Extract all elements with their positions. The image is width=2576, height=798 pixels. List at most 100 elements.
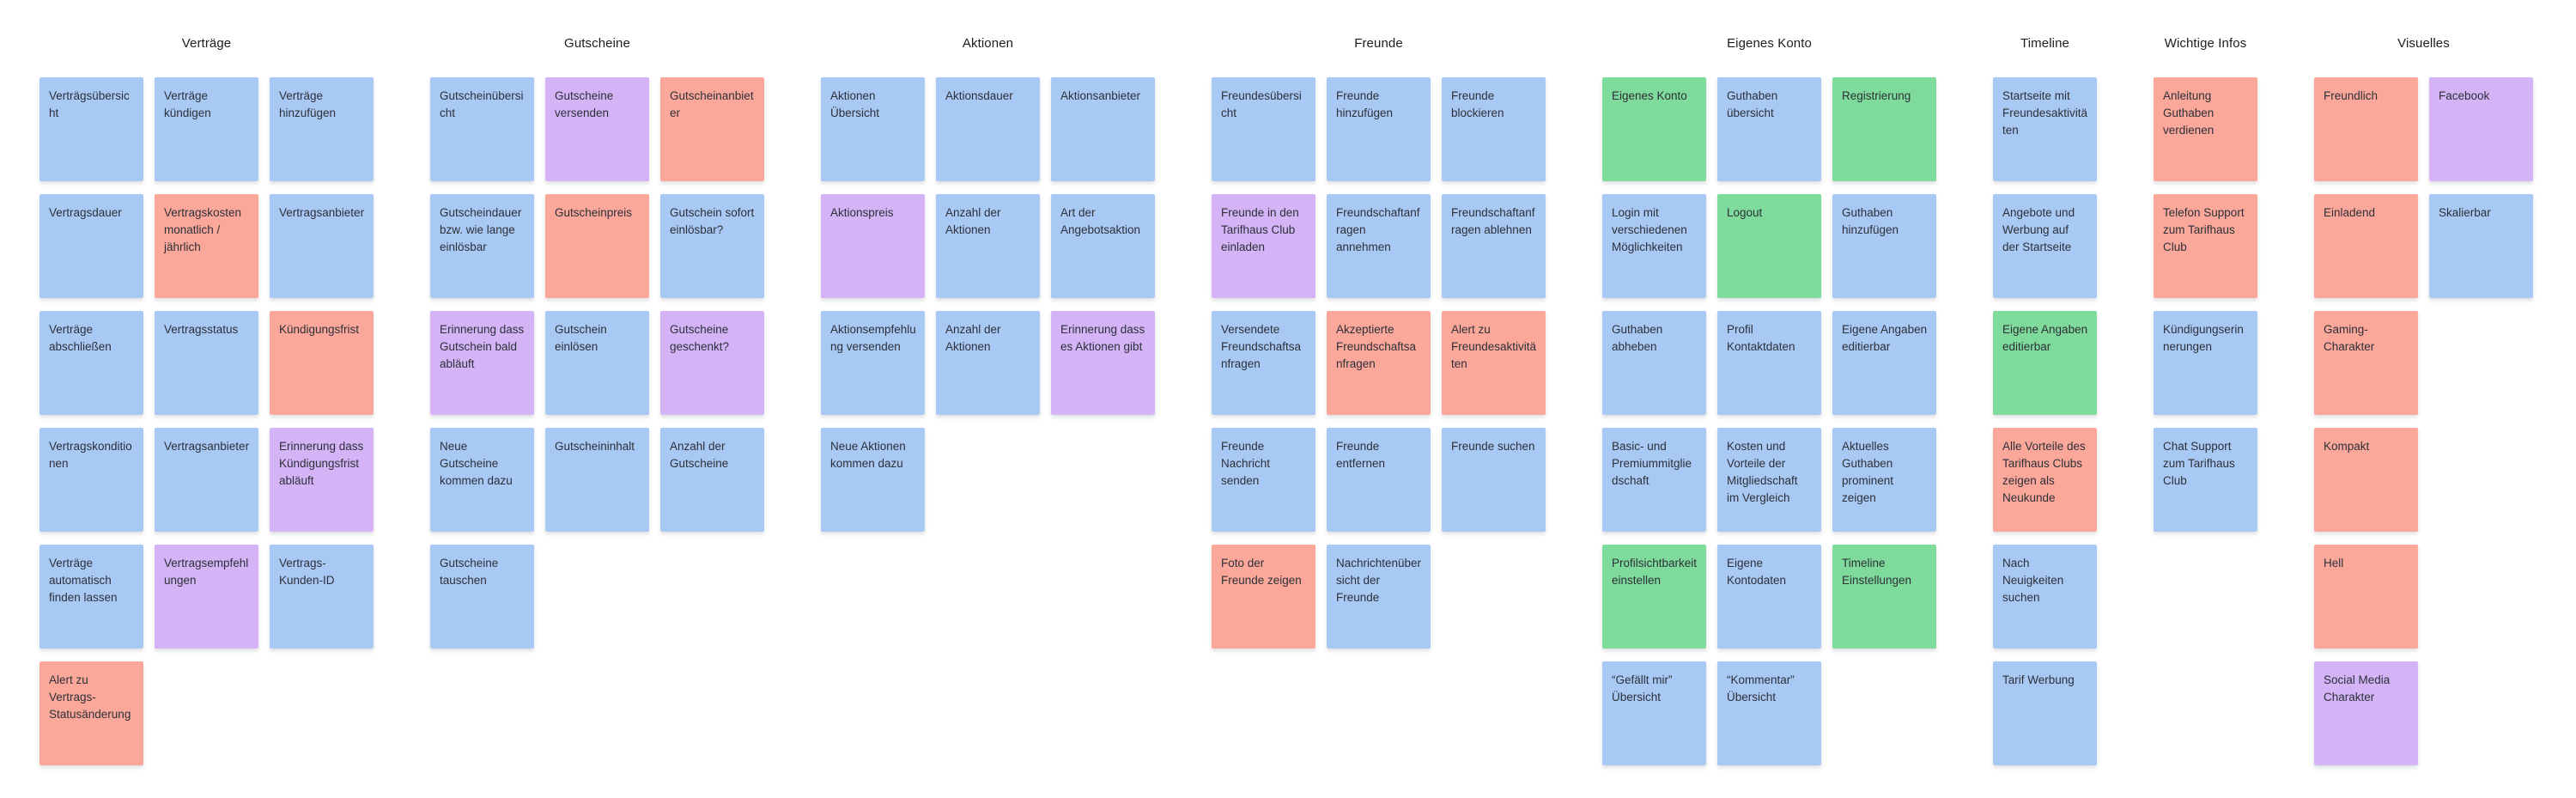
sticky-note[interactable]: Aktionsdauer [936,77,1040,181]
sticky-note[interactable]: Freundesübersicht [1212,77,1315,181]
sticky-note[interactable]: Gutscheininhalt [545,428,649,532]
sticky-note[interactable]: Foto der Freunde zeigen [1212,545,1315,649]
sticky-note[interactable]: Anzahl der Aktionen [936,311,1040,415]
sticky-note[interactable]: Erinnerung dass es Aktionen gibt [1051,311,1155,415]
sticky-note[interactable]: Freunde suchen [1442,428,1546,532]
sticky-note[interactable]: Startseite mit Freundesaktivitäten [1993,77,2097,181]
column-title[interactable]: Eigenes Konto [1727,36,1812,51]
sticky-note[interactable]: Vertragsempfehlungen [155,545,258,649]
sticky-note[interactable]: Alert zu Freundesaktivitäten [1442,311,1546,415]
sticky-note[interactable]: Telefon Support zum Tarifhaus Club [2154,194,2257,298]
sticky-note[interactable]: Art der Angebotsaktion [1051,194,1155,298]
sticky-note[interactable]: Angebote und Werbung auf der Startseite [1993,194,2097,298]
sticky-note[interactable]: Vertragsanbieter [270,194,374,298]
sticky-note[interactable]: Social Media Charakter [2314,661,2418,765]
sticky-note[interactable]: Gutscheindauer bzw. wie lange einlösbar [430,194,534,298]
sticky-note[interactable]: Aktionsanbieter [1051,77,1155,181]
column-title[interactable]: Aktionen [962,36,1014,51]
sticky-note[interactable]: “Kommentar” Übersicht [1717,661,1821,765]
sticky-note[interactable]: Facebook [2429,77,2533,181]
sticky-note[interactable]: Eigenes Konto [1602,77,1706,181]
sticky-note[interactable]: Akzeptierte Freundschaftsanfragen [1327,311,1431,415]
sticky-note[interactable]: Vertragsanbieter [155,428,258,532]
sticky-note[interactable]: Nach Neuigkeiten suchen [1993,545,2097,649]
sticky-note[interactable]: Basic- und Premiummitgliedschaft [1602,428,1706,532]
sticky-note[interactable]: Einladend [2314,194,2418,298]
sticky-note[interactable]: Verträge abschließen [39,311,143,415]
sticky-note[interactable]: Aktuelles Guthaben prominent zeigen [1832,428,1936,532]
sticky-note[interactable]: Guthaben übersicht [1717,77,1821,181]
sticky-note[interactable]: Vertragsstatus [155,311,258,415]
sticky-note[interactable]: Freundschaftanfragen annehmen [1327,194,1431,298]
sticky-note[interactable]: Anzahl der Aktionen [936,194,1040,298]
sticky-note[interactable]: Kosten und Vorteile der Mitgliedschaft i… [1717,428,1821,532]
sticky-note[interactable]: Kompakt [2314,428,2418,532]
sticky-note[interactable]: Freunde in den Tarifhaus Club einladen [1212,194,1315,298]
sticky-note[interactable]: Freunde entfernen [1327,428,1431,532]
sticky-note[interactable]: Kündigungsfrist [270,311,374,415]
sticky-note[interactable]: Vertragskosten monatlich / jährlich [155,194,258,298]
sticky-note[interactable]: Erinnerung dass Gutschein bald abläuft [430,311,534,415]
sticky-note[interactable]: Kündigungserinnerungen [2154,311,2257,415]
sticky-note[interactable]: Nachrichtenübersicht der Freunde [1327,545,1431,649]
sticky-note[interactable]: Freunde blockieren [1442,77,1546,181]
sticky-note[interactable]: Freundlich [2314,77,2418,181]
sticky-note[interactable]: Guthaben abheben [1602,311,1706,415]
sticky-note[interactable]: Freunde hinzufügen [1327,77,1431,181]
column-title[interactable]: Gutscheine [564,36,630,51]
sticky-note[interactable]: Skalierbar [2429,194,2533,298]
sticky-note[interactable]: Erinnerung dass Kündigungsfrist abläuft [270,428,374,532]
sticky-note[interactable]: Neue Gutscheine kommen dazu [430,428,534,532]
sticky-note[interactable]: Gutscheinübersicht [430,77,534,181]
sticky-note[interactable]: Vertragsdauer [39,194,143,298]
sticky-note[interactable]: Logout [1717,194,1821,298]
sticky-note[interactable]: Freunde Nachricht senden [1212,428,1315,532]
sticky-note[interactable]: Freundschaftanfragen ablehnen [1442,194,1546,298]
sticky-note[interactable]: Eigene Kontodaten [1717,545,1821,649]
sticky-note[interactable]: Gutscheine tauschen [430,545,534,649]
sticky-note[interactable]: Gaming-Charakter [2314,311,2418,415]
sticky-note[interactable]: Alle Vorteile des Tarifhaus Clubs zeigen… [1993,428,2097,532]
sticky-note[interactable]: Eigene Angaben editierbar [1993,311,2097,415]
sticky-note[interactable]: Chat Support zum Tarifhaus Club [2154,428,2257,532]
sticky-note[interactable]: Verträge hinzufügen [270,77,374,181]
sticky-note[interactable]: “Gefällt mir” Übersicht [1602,661,1706,765]
sticky-note[interactable]: Profilsichtbarkeit einstellen [1602,545,1706,649]
column-title[interactable]: Freunde [1354,36,1403,51]
sticky-note[interactable]: Aktionen Übersicht [821,77,925,181]
sticky-note[interactable]: Registrierung [1832,77,1936,181]
sticky-note[interactable]: Eigene Angaben editierbar [1832,311,1936,415]
sticky-note[interactable]: Guthaben hinzufügen [1832,194,1936,298]
sticky-note[interactable]: Vertragskonditionen [39,428,143,532]
sticky-note[interactable]: Aktionsempfehlung versenden [821,311,925,415]
sticky-note[interactable]: Gutscheine versenden [545,77,649,181]
sticky-note-text: Verträgsübersicht [49,89,130,119]
column-title[interactable]: Verträge [181,36,232,51]
column-title[interactable]: Timeline [2020,36,2069,51]
sticky-note[interactable]: Verträge kündigen [155,77,258,181]
sticky-note[interactable]: Vertrags-Kunden-ID [270,545,374,649]
sticky-note[interactable]: Versendete Freundschaftsanfragen [1212,311,1315,415]
sticky-note[interactable]: Aktionspreis [821,194,925,298]
sticky-note[interactable]: Login mit verschiedenen Möglichkeiten [1602,194,1706,298]
sticky-note[interactable]: Neue Aktionen kommen dazu [821,428,925,532]
sticky-note-text: Facebook [2439,89,2490,102]
sticky-note[interactable]: Gutschein sofort einlösbar? [660,194,764,298]
sticky-note[interactable]: Hell [2314,545,2418,649]
sticky-note[interactable]: Gutscheinpreis [545,194,649,298]
sticky-note[interactable]: Gutscheinanbieter [660,77,764,181]
sticky-note[interactable]: Alert zu Vertrags-Statusänderung [39,661,143,765]
sticky-note[interactable]: Gutschein einlösen [545,311,649,415]
sticky-note[interactable]: Gutscheine geschenkt? [660,311,764,415]
column-title[interactable]: Wichtige Infos [2164,36,2247,51]
sticky-note[interactable]: Verträgsübersicht [39,77,143,181]
sticky-note[interactable]: Anzahl der Gutscheine [660,428,764,532]
sticky-note[interactable]: Profil Kontaktdaten [1717,311,1821,415]
column-title[interactable]: Visuelles [2397,36,2450,51]
sticky-note[interactable]: Anleitung Guthaben verdienen [2154,77,2257,181]
sticky-note[interactable]: Timeline Einstellungen [1832,545,1936,649]
sticky-note[interactable]: Verträge automatisch finden lassen [39,545,143,649]
sticky-note[interactable]: Tarif Werbung [1993,661,2097,765]
